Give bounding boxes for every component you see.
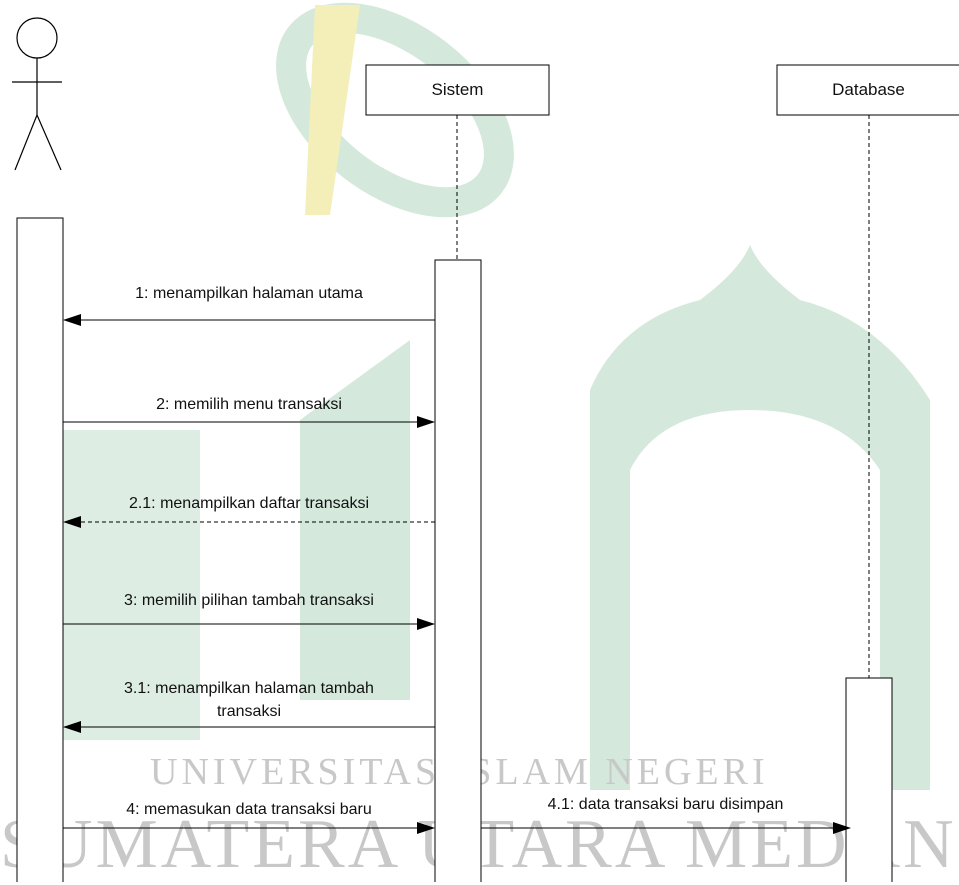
- lifeline-label-database: Database: [832, 80, 905, 99]
- message-label-4-1: 4.1: data transaksi baru disimpan: [547, 796, 784, 813]
- activation-actor: [16, 217, 64, 882]
- lifeline-head-sistem: [365, 64, 550, 116]
- activation-sistem: [434, 259, 482, 882]
- message-label-1: 1: menampilkan halaman utama: [135, 285, 363, 302]
- message-label-3-1-line1: 3.1: menampilkan halaman tambah: [124, 680, 374, 697]
- message-label-2: 2: memilih menu transaksi: [156, 396, 342, 413]
- actor-icon: [12, 17, 62, 171]
- message-label-2-1: 2.1: menampilkan daftar transaksi: [128, 495, 370, 512]
- message-label-3: 3: memilih pilihan tambah transaksi: [124, 592, 374, 609]
- activation-database: [845, 677, 893, 882]
- message-label-4: 4: memasukan data transaksi baru: [126, 801, 372, 818]
- lifeline-label-sistem: Sistem: [431, 80, 484, 99]
- message-label-3-1-line2: transaksi: [216, 703, 282, 720]
